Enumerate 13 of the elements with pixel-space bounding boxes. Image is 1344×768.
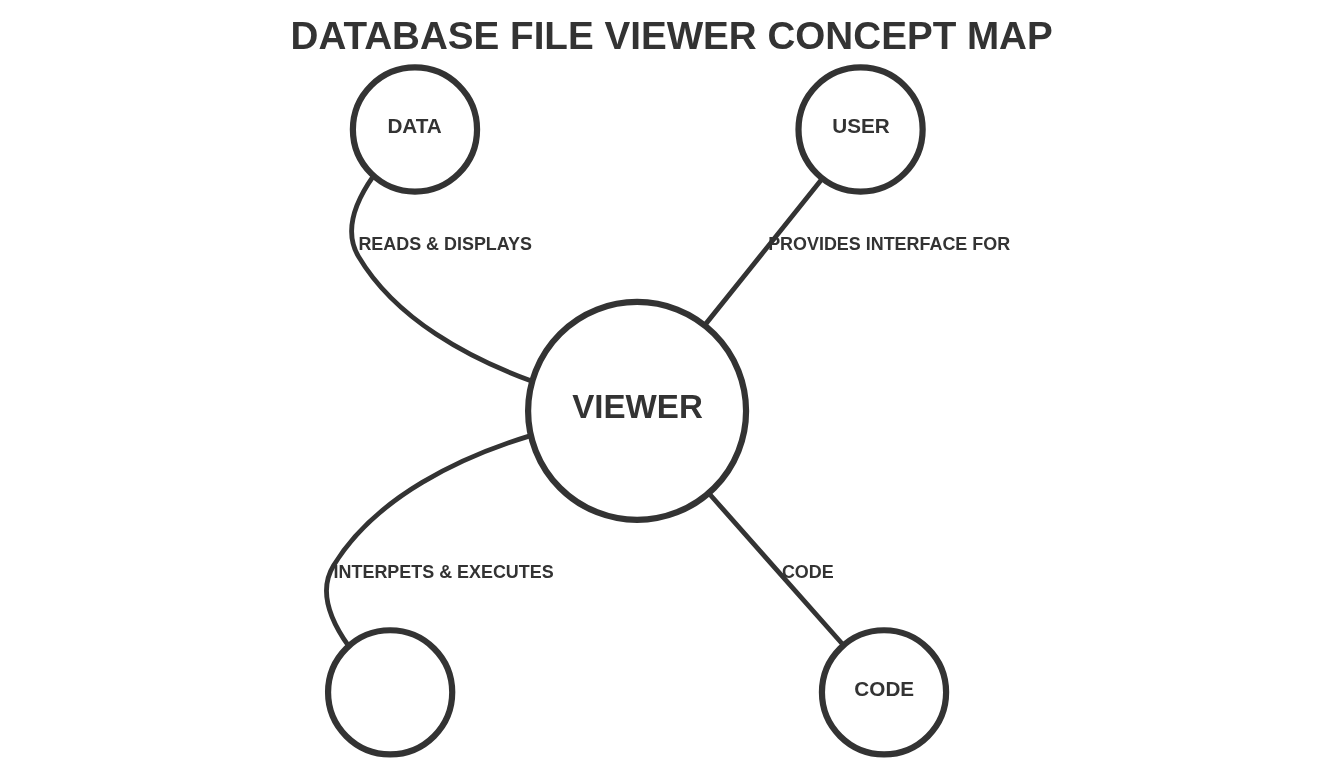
node-circle — [324, 627, 456, 758]
connector — [324, 433, 532, 648]
edge-label: READS & DISPLAYS — [358, 234, 533, 255]
edge-label: INTERPETS & EXECUTES — [333, 562, 554, 583]
edge-label: PROVIDES INTERFACE FOR — [768, 234, 1011, 255]
node-circle: VIEWER — [525, 298, 750, 523]
node-circle: USER — [795, 64, 926, 195]
edge-label: CODE — [781, 562, 834, 583]
node-circle: CODE — [818, 627, 950, 758]
diagram-title: DATABASE FILE VIEWER CONCEPT MAP — [290, 13, 1053, 57]
node-circle: DATA — [349, 64, 481, 195]
connector — [707, 491, 846, 647]
connector — [702, 177, 825, 327]
